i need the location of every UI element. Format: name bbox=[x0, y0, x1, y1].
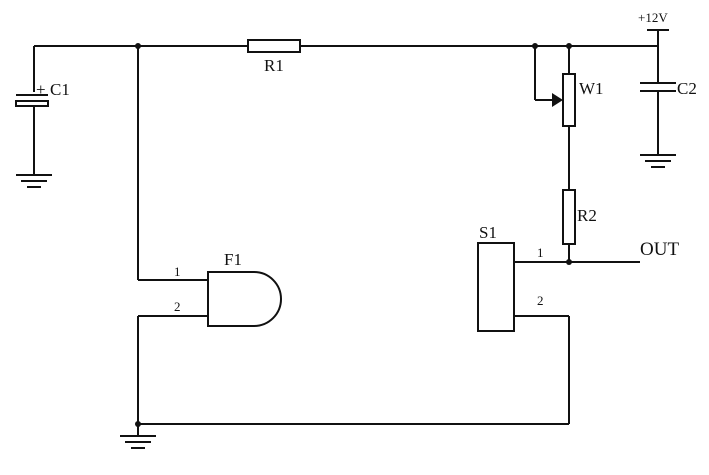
resistor-r1 bbox=[247, 39, 301, 53]
c2-label: C2 bbox=[677, 79, 697, 98]
s1-pin2-label: 2 bbox=[537, 293, 544, 308]
ground-icon-c1 bbox=[16, 174, 52, 188]
s1-label: S1 bbox=[479, 223, 497, 242]
capacitor-c2 bbox=[640, 30, 676, 155]
f1-pin2-label: 2 bbox=[174, 299, 181, 314]
wire-f1-pin2 bbox=[137, 315, 208, 424]
ground-icon-c2 bbox=[640, 154, 676, 168]
r2-label: R2 bbox=[577, 206, 597, 225]
bottom-rail-wire bbox=[138, 315, 570, 425]
gate-f1 bbox=[207, 271, 282, 327]
r1-label: R1 bbox=[264, 56, 284, 75]
potentiometer-w1 bbox=[534, 46, 576, 190]
f1-pin1-label: 1 bbox=[174, 264, 181, 279]
f1-label: F1 bbox=[224, 250, 242, 269]
junction-dots bbox=[135, 43, 572, 427]
output-label: OUT bbox=[640, 239, 680, 260]
supply-label: +12V bbox=[638, 10, 668, 25]
w1-label: W1 bbox=[579, 79, 604, 98]
wire-to-f1-pin1 bbox=[137, 46, 208, 281]
ground-icon-bottom bbox=[120, 424, 156, 449]
s1-pin1-label: 1 bbox=[537, 245, 544, 260]
resistor-r2 bbox=[562, 189, 576, 262]
c1-label: C1 bbox=[50, 80, 70, 99]
switch-s1 bbox=[477, 242, 515, 332]
capacitor-c1 bbox=[15, 46, 49, 175]
c1-polarity-mark: + bbox=[36, 80, 46, 99]
